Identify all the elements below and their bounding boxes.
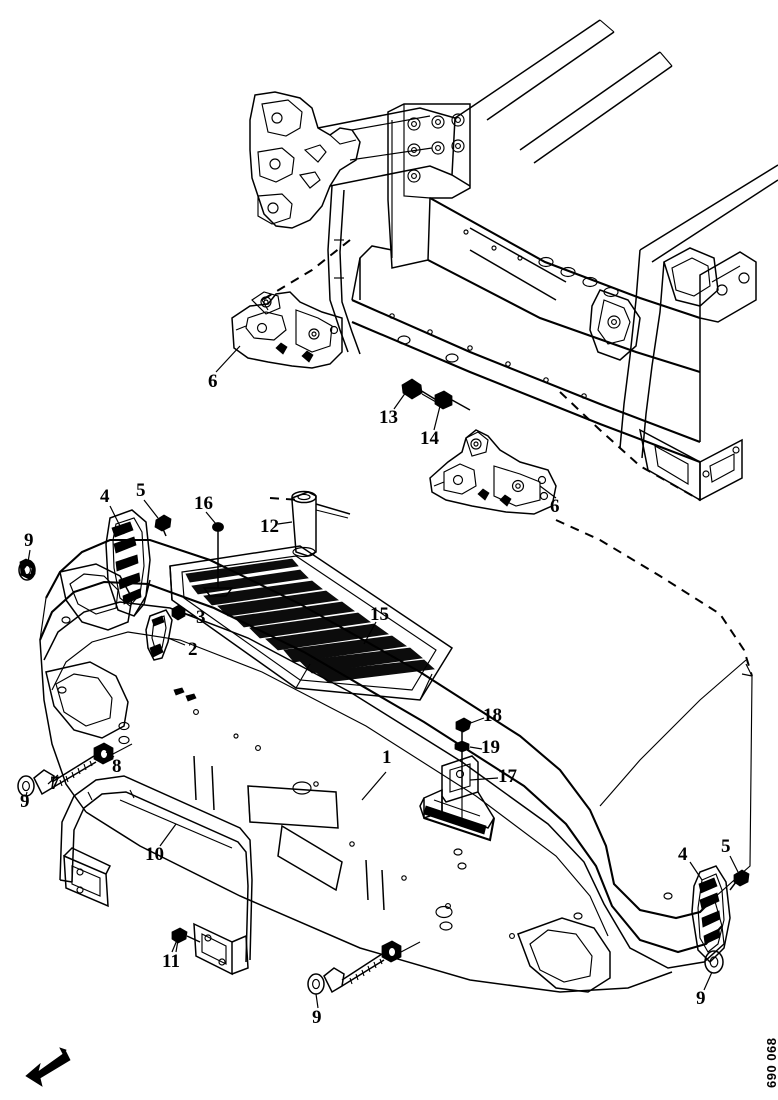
callout-4-right: 4 [678, 844, 688, 865]
brush-guard-10 [59, 775, 253, 976]
washer-9-left-upper [18, 558, 36, 581]
end-cap-left-4 [105, 509, 172, 617]
callout-17: 17 [498, 766, 517, 787]
hardware-bolt-13 [401, 378, 439, 403]
callout-leader-lines [25, 345, 739, 1009]
callout-8-left: 8 [112, 756, 122, 777]
plate-bracket-17 [419, 717, 496, 842]
callout-9-c: 9 [312, 1007, 322, 1028]
callout-9-d: 9 [696, 988, 706, 1009]
callout-12: 12 [260, 516, 279, 537]
callout-15: 15 [370, 604, 389, 625]
callout-18: 18 [483, 705, 502, 726]
callout-9-a: 9 [24, 530, 34, 551]
callout-6-left: 6 [208, 371, 218, 392]
callout-3: 3 [196, 607, 206, 628]
callout-19: 19 [481, 737, 500, 758]
callout-11: 11 [162, 951, 180, 972]
callout-14: 14 [420, 428, 439, 449]
callout-2: 2 [188, 639, 198, 660]
callout-10: 10 [145, 844, 164, 865]
callout-5-right: 5 [721, 836, 731, 857]
hardware-set-bottom [307, 940, 421, 995]
chassis-frame-group [249, 19, 778, 502]
frame-bracket-right [429, 429, 557, 515]
callout-9-b: 9 [20, 791, 30, 812]
small-bracket-2 [145, 604, 186, 661]
callout-13: 13 [379, 407, 398, 428]
callout-5-left: 5 [136, 480, 146, 501]
callout-1: 1 [382, 747, 392, 768]
drawing-number: 690 068 [764, 1037, 778, 1089]
callout-4-left: 4 [100, 486, 110, 507]
assembly-dashed-leader-right [269, 497, 753, 899]
end-cap-right-4 [691, 865, 750, 974]
frame-bracket-left [231, 291, 343, 369]
callout-7-left: 7 [50, 773, 60, 794]
step-tread-plate-15 [169, 545, 454, 701]
callout-16: 16 [194, 493, 213, 514]
forward-direction-arrow [25, 1047, 71, 1087]
assembly-dashed-leaders-upper [261, 239, 701, 501]
hardware-nut-14 [434, 390, 471, 411]
callout-6-right: 6 [550, 496, 560, 517]
